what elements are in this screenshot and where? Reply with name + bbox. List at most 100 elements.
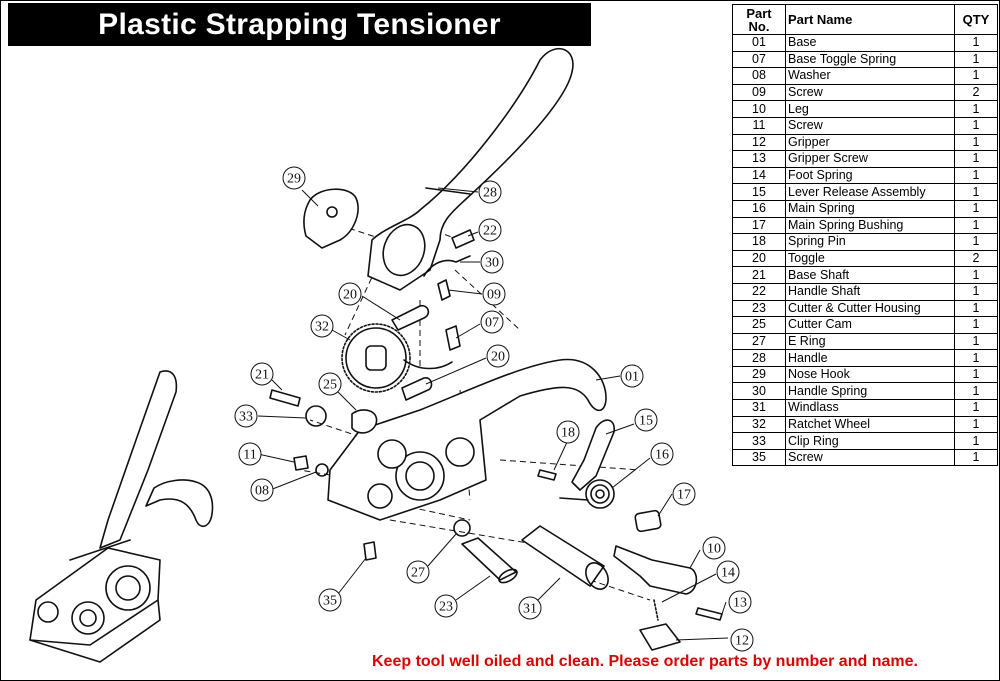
callout-label: 10	[707, 542, 721, 557]
part-number-cell: 11	[732, 116, 786, 135]
part-number-cell: 01	[732, 34, 786, 52]
toggle-part-20-lower	[401, 377, 433, 401]
part-number-cell: 08	[732, 67, 786, 85]
callout-13: 13	[728, 590, 752, 614]
callout-label: 14	[721, 566, 735, 581]
part-name-cell: Nose Hook	[785, 365, 955, 384]
callout-09: 09	[482, 282, 506, 306]
callout-32: 32	[310, 314, 334, 338]
callout-circle	[478, 180, 502, 204]
main-spring-part-16	[559, 479, 615, 509]
e-ring-part-27	[453, 519, 471, 537]
callout-circle	[730, 628, 754, 652]
callout-circle	[728, 590, 752, 614]
callout-label: 16	[655, 448, 669, 463]
handle-spring-part-30	[423, 255, 471, 277]
part-qty-cell: 1	[954, 100, 998, 118]
header-part-name: Part Name	[785, 4, 955, 35]
screw-part-09-upper	[437, 279, 451, 301]
base-part-01	[327, 358, 607, 521]
part-name-cell: Windlass	[785, 399, 955, 417]
callout-20: 20	[338, 282, 362, 306]
callout-circle	[406, 560, 430, 584]
windlass-part-31	[521, 525, 609, 590]
callout-circle	[650, 442, 674, 466]
callout-07: 07	[480, 310, 504, 334]
callout-21: 21	[250, 362, 274, 386]
callout-10: 10	[702, 536, 726, 560]
callout-17: 17	[672, 482, 696, 506]
callout-label: 17	[677, 488, 691, 503]
callout-01: 01	[620, 364, 644, 388]
callout-35: 35	[318, 588, 342, 612]
callout-circle	[672, 482, 696, 506]
handle-part-28	[367, 48, 574, 291]
callout-label: 28	[483, 186, 497, 201]
callout-label: 20	[491, 350, 505, 365]
base-toggle-spring-part-07	[403, 359, 453, 370]
screw-part-11	[293, 455, 309, 471]
part-number-cell: 13	[732, 150, 786, 168]
part-name-cell: Screw	[785, 448, 955, 467]
callout-label: 13	[733, 596, 747, 611]
part-name-cell: Washer	[785, 67, 955, 85]
callout-label: 23	[439, 600, 453, 615]
part-number-cell: 09	[732, 83, 786, 102]
part-number-cell: 35	[732, 448, 786, 467]
washer-part-08	[315, 463, 329, 477]
nose-hook-part-29	[303, 188, 359, 249]
gripper-screw-part-13	[695, 607, 723, 621]
part-qty-cell: 1	[954, 316, 998, 334]
part-number-cell: 31	[732, 399, 786, 417]
callout-label: 33	[239, 410, 253, 425]
callout-label: 12	[735, 634, 749, 649]
screw-part-35	[363, 541, 377, 561]
leg-part-10	[613, 545, 698, 595]
main-spring-bushing-part-17	[634, 509, 662, 533]
toggle-part-20-upper	[391, 304, 430, 331]
callout-circle	[556, 420, 580, 444]
callout-label: 21	[255, 368, 269, 383]
callout-label: 35	[323, 594, 337, 609]
callout-circle	[318, 372, 342, 396]
callout-circle	[482, 282, 506, 306]
callout-label: 08	[255, 484, 269, 499]
callout-circle	[480, 250, 504, 274]
callout-label: 22	[483, 224, 497, 239]
callout-27: 27	[406, 560, 430, 584]
callout-20: 20	[486, 344, 510, 368]
clip-ring-part-33	[305, 405, 327, 427]
callout-circle	[702, 536, 726, 560]
callout-label: 30	[485, 256, 499, 271]
callout-25: 25	[318, 372, 342, 396]
leader-lines	[257, 187, 729, 641]
callout-31: 31	[518, 596, 542, 620]
callout-circle	[620, 364, 644, 388]
part-number-cell: 07	[732, 50, 786, 69]
callout-33: 33	[234, 404, 258, 428]
handle-shaft-part-22	[451, 229, 475, 249]
part-name-cell: Clip Ring	[785, 432, 955, 450]
callout-circle	[234, 404, 258, 428]
callout-circle	[486, 344, 510, 368]
header-part-no: Part No.	[732, 4, 786, 35]
callout-22: 22	[478, 218, 502, 242]
callout-14: 14	[716, 560, 740, 584]
callout-circle	[716, 560, 740, 584]
callout-label: 09	[487, 288, 501, 303]
callout-label: 27	[411, 566, 425, 581]
page-title: Plastic Strapping Tensioner	[8, 3, 591, 46]
callout-28: 28	[478, 180, 502, 204]
callout-circle	[238, 442, 262, 466]
